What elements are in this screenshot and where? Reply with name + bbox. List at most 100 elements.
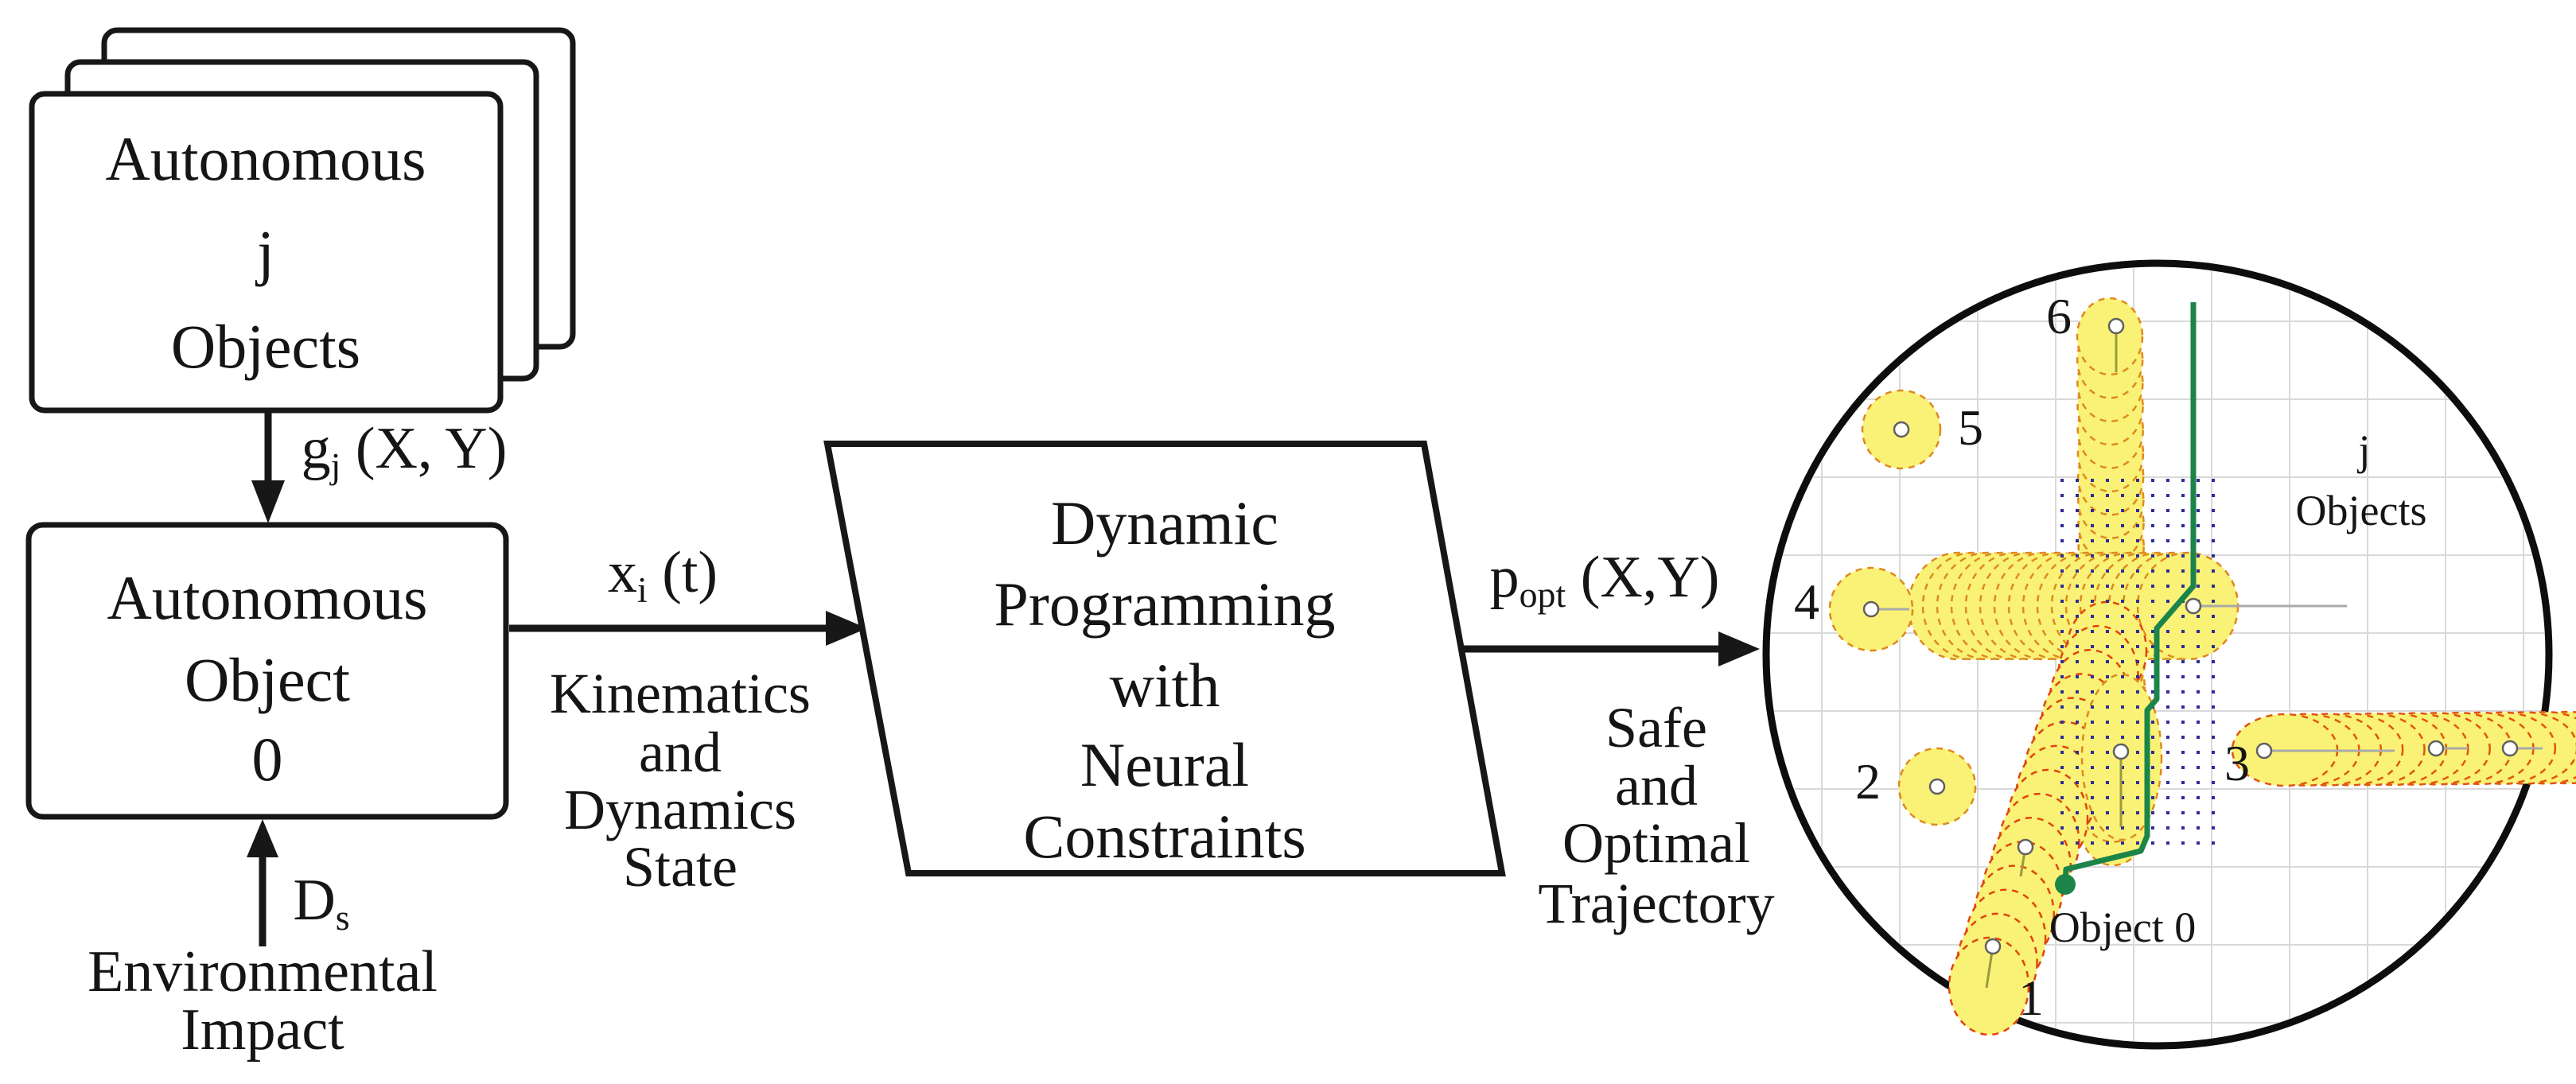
state-dot [2212,615,2215,618]
state-dot [2181,796,2185,799]
state-dot [2166,675,2169,678]
state-dot [2151,826,2154,830]
position-ring [2107,317,2125,335]
state-dot [2197,811,2200,814]
state-dot [2181,781,2185,784]
state-dot [2212,660,2215,663]
state-dot [2136,479,2139,482]
state-dot [2121,615,2124,618]
state-dot [2151,751,2154,754]
state-dot [2151,841,2154,845]
state-dot [2091,660,2094,663]
state-dot [2151,509,2154,512]
trajectory-inset [1762,259,2576,1050]
state-dot [2181,615,2185,618]
state-dot [2121,705,2124,709]
position-ring [2427,740,2445,757]
state-dot [2136,539,2139,542]
state-dot [2091,705,2094,709]
state-dot [2166,751,2169,754]
state-dot [2166,781,2169,784]
state-dot [2181,630,2185,633]
state-dot [2197,494,2200,497]
state-dot [2060,615,2064,618]
xi-base: x [607,540,637,606]
state-dot [2121,781,2124,784]
state-dot [2212,811,2215,814]
stack-line-3: Objects [170,312,361,381]
state-dot [2212,826,2215,830]
state-dot [2212,736,2215,739]
state-dot [2136,690,2139,694]
state-dot [2151,690,2154,694]
state-dot [2166,721,2169,724]
position-ring [2501,740,2519,757]
state-dot [2136,811,2139,814]
state-dot [2166,826,2169,830]
state-dot [2091,569,2094,573]
state-dot [2060,811,2064,814]
state-dot [2212,539,2215,542]
arrow-xi-right [509,611,867,646]
state-dot [2166,766,2169,769]
obstacle-1-number: 1 [2018,969,2044,1026]
state-dot [2197,524,2200,527]
kinematics-line-1: Kinematics [550,662,811,725]
state-dot [2181,766,2185,769]
state-dot [2121,600,2124,603]
state-dot [2106,660,2109,663]
state-dot [2166,509,2169,512]
prediction-ellipse [2076,297,2144,376]
state-dot [2136,841,2139,845]
state-dot [2091,615,2094,618]
state-dot [2151,630,2154,633]
state-dot [2197,796,2200,799]
state-dot [2212,721,2215,724]
state-dot [2121,721,2124,724]
state-dot [2076,796,2079,799]
state-dot [2060,600,2064,603]
state-dot [2060,751,2064,754]
state-dot [2076,736,2079,739]
position-ring [2255,742,2273,760]
obstacle-4-number: 4 [1794,573,1819,630]
state-dot [2181,494,2185,497]
object0-line-2: Object [185,645,350,714]
state-dot [2197,736,2200,739]
state-dot [2121,479,2124,482]
state-dot [2212,796,2215,799]
state-dot [2091,811,2094,814]
state-dot [2106,796,2109,799]
state-dot [2091,524,2094,527]
state-dot [2197,479,2200,482]
state-dot [2106,736,2109,739]
j-objects-label-line-2: Objects [2295,487,2427,534]
state-dot [2091,736,2094,739]
state-dot [2136,645,2139,648]
state-dot [2166,841,2169,845]
state-dot [2091,539,2094,542]
state-dot [2151,600,2154,603]
state-dot [2181,539,2185,542]
state-dot [2076,841,2079,845]
kinematics-line-2: and [639,721,722,784]
object0-line-1: Autonomous [107,563,428,632]
state-dot [2197,554,2200,558]
state-dot [2197,585,2200,588]
obstacle-6-number: 6 [2046,288,2072,344]
state-dot [2076,675,2079,678]
state-dot [2106,585,2109,588]
state-dot [2136,781,2139,784]
state-dot [2166,479,2169,482]
state-dot [2197,781,2200,784]
state-dot [2091,630,2094,633]
state-dot [2136,494,2139,497]
state-dot [2166,539,2169,542]
state-dot [2091,600,2094,603]
state-dot [2197,615,2200,618]
state-dot [2181,554,2185,558]
xi-args: (t) [647,540,718,606]
state-dot [2136,736,2139,739]
obstacle-3-number: 3 [2224,735,2250,791]
state-dot [2136,826,2139,830]
